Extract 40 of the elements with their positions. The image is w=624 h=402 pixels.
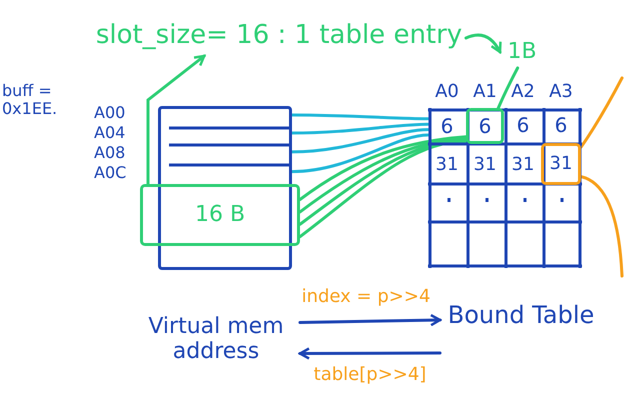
annotation-text: 1B — [500, 36, 544, 68]
pointer-label: buff = 0x1EE. — [2, 82, 58, 120]
arrow — [298, 347, 442, 360]
diagram-label: Bound Table — [440, 302, 602, 362]
address-label: A08 — [94, 144, 126, 162]
column-header: A2 — [510, 82, 536, 104]
address-label: A00 — [94, 104, 126, 122]
memory-block — [158, 106, 292, 270]
column-header: A1 — [472, 82, 498, 104]
connector-line — [290, 114, 430, 120]
cell-value: 6 — [554, 114, 568, 138]
connector-line — [290, 122, 430, 135]
connector-line — [496, 66, 520, 110]
highlighted-cell — [466, 108, 504, 144]
address-label: A04 — [94, 124, 126, 142]
table-cell: 6 — [428, 108, 466, 144]
column-header: A3 — [548, 82, 574, 104]
arrow — [146, 54, 206, 186]
address-label: A0C — [94, 164, 128, 182]
cell-value: 31 — [550, 154, 572, 174]
column-header: A0 — [434, 82, 460, 104]
annotation-text: slot_size= 16 : 1 table entry — [92, 16, 466, 56]
arrow — [464, 34, 502, 54]
arrow — [298, 314, 442, 326]
cell-value: 31 — [510, 155, 536, 177]
connector-line — [580, 175, 624, 278]
cell-value: 6 — [478, 114, 492, 138]
connector-line — [580, 76, 624, 149]
cell-value: 31 — [434, 155, 460, 177]
slot-size-text: 16 B — [194, 202, 246, 228]
connector-line — [298, 136, 468, 214]
connector-line — [290, 134, 430, 174]
diagram-label: Virtual mem address — [132, 306, 300, 372]
connector-line — [290, 128, 430, 154]
cell-value: 31 — [472, 155, 498, 177]
cell-value: 6 — [516, 114, 530, 138]
slot-box — [140, 184, 300, 246]
connector-line — [298, 135, 468, 201]
bound-table-grid — [428, 108, 582, 268]
highlighted-cell — [541, 143, 581, 185]
